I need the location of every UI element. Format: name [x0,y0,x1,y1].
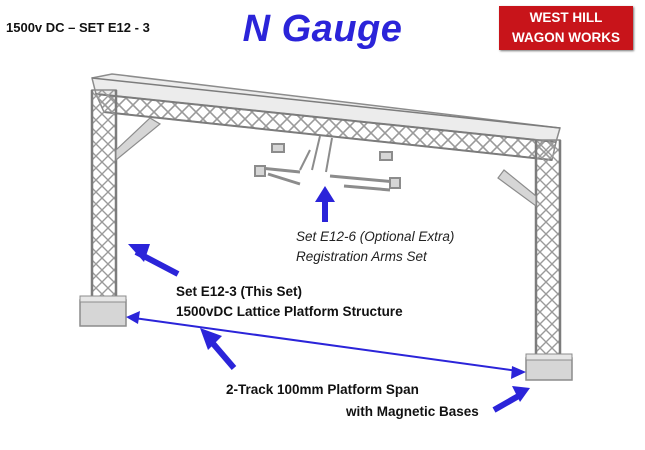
span-caption-line-1: 2-Track 100mm Platform Span [226,382,419,397]
arrow-lattice-structure [128,244,180,277]
this-set-line-1: Set E12-3 (This Set) [176,284,303,299]
optional-extra-caption: Set E12-6 (Optional Extra) Registration … [296,227,454,267]
span-caption-line-2: with Magnetic Bases [346,404,479,419]
page-title: N Gauge [242,8,403,50]
brand-logo: WEST HILL WAGON WORKS [499,6,633,50]
set-code-label: 1500v DC – SET E12 - 3 [6,20,150,35]
arrow-magnetic-bases [492,386,530,413]
optional-extra-line-1: Set E12-6 (Optional Extra) [296,229,455,244]
right-column [497,139,562,359]
left-column [90,89,162,301]
this-set-line-2: 1500vDC Lattice Platform Structure [176,304,403,319]
arrow-platform-span [126,311,526,379]
registration-arms [254,135,401,192]
logo-line-1: WEST HILL [529,10,603,25]
logo-line-2: WAGON WORKS [512,30,620,45]
arrow-registration-arms [315,186,335,222]
optional-extra-line-2: Registration Arms Set [296,249,427,264]
right-base [525,353,573,381]
this-set-caption: Set E12-3 (This Set) 1500vDC Lattice Pla… [176,282,403,322]
left-base [79,295,127,327]
top-beam [91,73,561,161]
